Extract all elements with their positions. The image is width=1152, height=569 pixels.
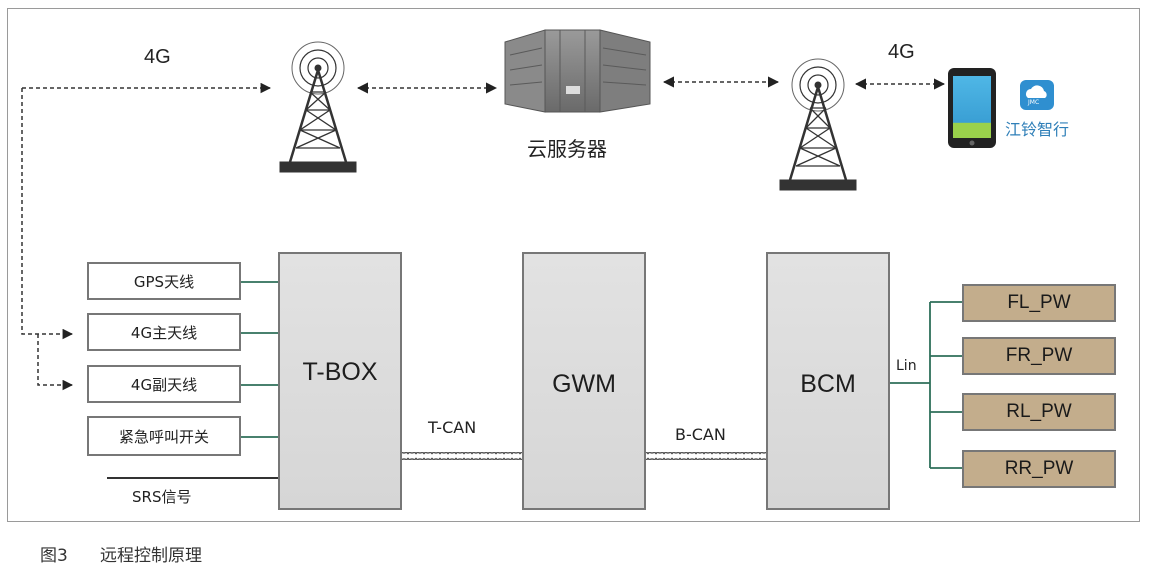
gps-antenna-label: GPS天线 [133,272,195,291]
rl-pw-box: RL_PW [962,393,1116,431]
srs-signal-label: SRS信号 [132,488,192,506]
fl-pw-box: FL_PW [962,284,1116,322]
rl-pw-label: RL_PW [1006,401,1072,422]
app-name-label: 江铃智行 [1005,120,1070,139]
t-can-label: T-CAN [428,418,477,437]
left-4g-link [21,82,272,391]
fl-pw-label: FL_PW [1007,292,1071,313]
emergency-call-switch-box: 紧急呼叫开关 [87,416,241,456]
figure-number: 图3 [40,546,68,566]
cell-tower-icon-left [279,41,357,173]
b-can-bus [646,452,766,460]
cloud-links [356,76,946,94]
4g-aux-antenna-label: 4G副天线 [130,375,198,394]
fr-pw-label: FR_PW [1005,345,1073,366]
right-4g-label: 4G [888,41,915,63]
gwm-module: GWM [522,252,646,510]
tbox-label: T-BOX [302,358,378,386]
figure-title: 远程控制原理 [100,546,202,566]
gps-antenna-box: GPS天线 [87,262,241,300]
antenna-wires [241,281,278,438]
phone-icon [948,68,996,148]
rr-pw-box: RR_PW [962,450,1116,488]
emergency-call-switch-label: 紧急呼叫开关 [118,427,209,446]
lin-label: Lin [896,358,917,374]
fr-pw-box: FR_PW [962,337,1116,375]
t-can-bus [402,452,522,460]
app-logo-text: JMC [1028,99,1040,106]
bcm-label: BCM [800,370,856,398]
gwm-label: GWM [552,370,616,398]
cloud-server-label: 云服务器 [527,137,607,161]
lin-bus [890,301,962,469]
rr-pw-label: RR_PW [1004,458,1074,479]
bcm-module: BCM [766,252,890,510]
cell-tower-icon-right [779,58,857,191]
cloud-server-icon [504,29,651,113]
app-logo-icon [1020,80,1054,110]
4g-aux-antenna-box: 4G副天线 [87,365,241,403]
tbox-module: T-BOX [278,252,402,510]
4g-main-antenna-box: 4G主天线 [87,313,241,351]
4g-main-antenna-label: 4G主天线 [130,323,198,342]
left-4g-label: 4G [144,46,171,68]
diagram-frame [7,8,1140,522]
b-can-label: B-CAN [675,425,726,444]
